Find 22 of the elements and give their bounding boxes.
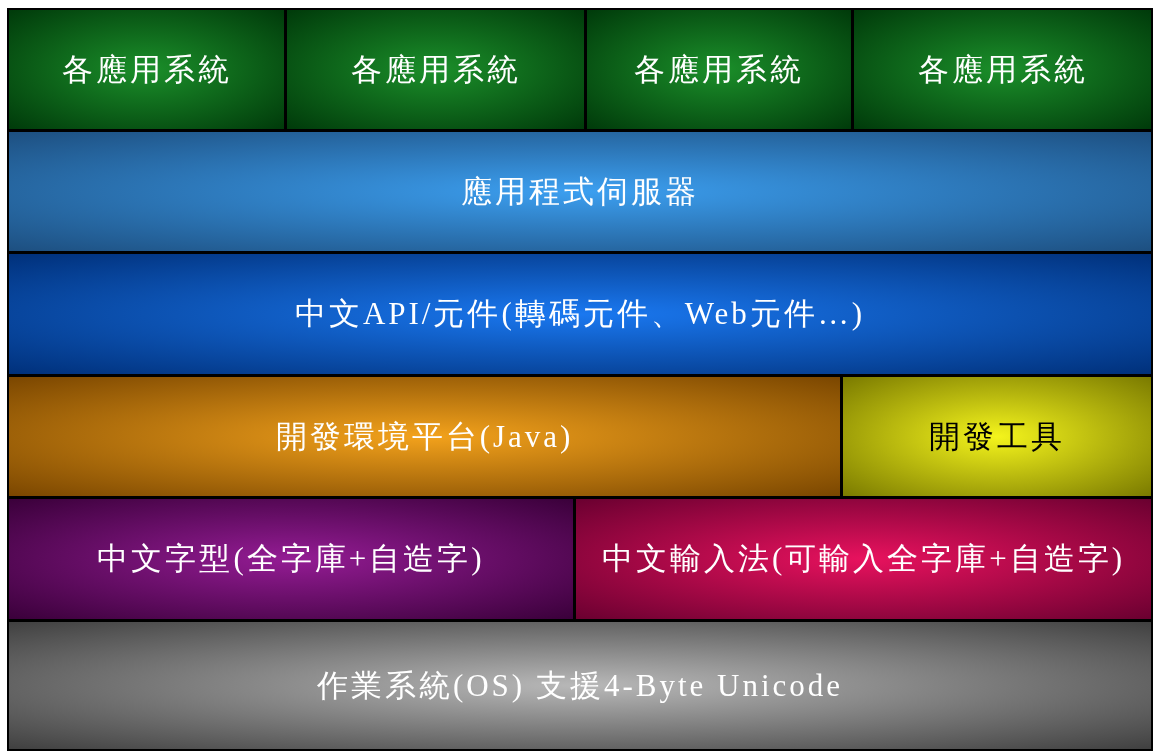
layer-label: 作業系統(OS) 支援4-Byte Unicode (316, 666, 844, 705)
layer-label: 各應用系統 (61, 50, 232, 89)
layer-label: 中文API/元件(轉碼元件、Web元件…) (294, 295, 866, 333)
layer-band (7, 497, 575, 621)
layer-label: 開發工具 (929, 417, 1065, 456)
layer-label: 應用程式伺服器 (461, 172, 699, 211)
layer-label: 中文字型(全字庫+自造字) (97, 540, 485, 578)
layer-label: 各應用系統 (917, 50, 1088, 89)
layer-label: 開發環境平台(Java) (275, 417, 574, 456)
layer-band (7, 130, 1153, 253)
app-system-box (7, 8, 286, 131)
layer-band (7, 252, 1153, 376)
layer-band (574, 497, 1153, 621)
layer-label: 中文輸入法(可輸入全字庫+自造字) (601, 540, 1126, 578)
app-system-box (285, 8, 586, 131)
app-system-box (585, 8, 853, 131)
layer-label: 各應用系統 (634, 50, 804, 89)
layer-label: 各應用系統 (350, 50, 521, 89)
layer-band (7, 375, 842, 498)
app-system-box (852, 8, 1153, 131)
layer-band (7, 620, 1153, 751)
tool-box (841, 375, 1153, 498)
